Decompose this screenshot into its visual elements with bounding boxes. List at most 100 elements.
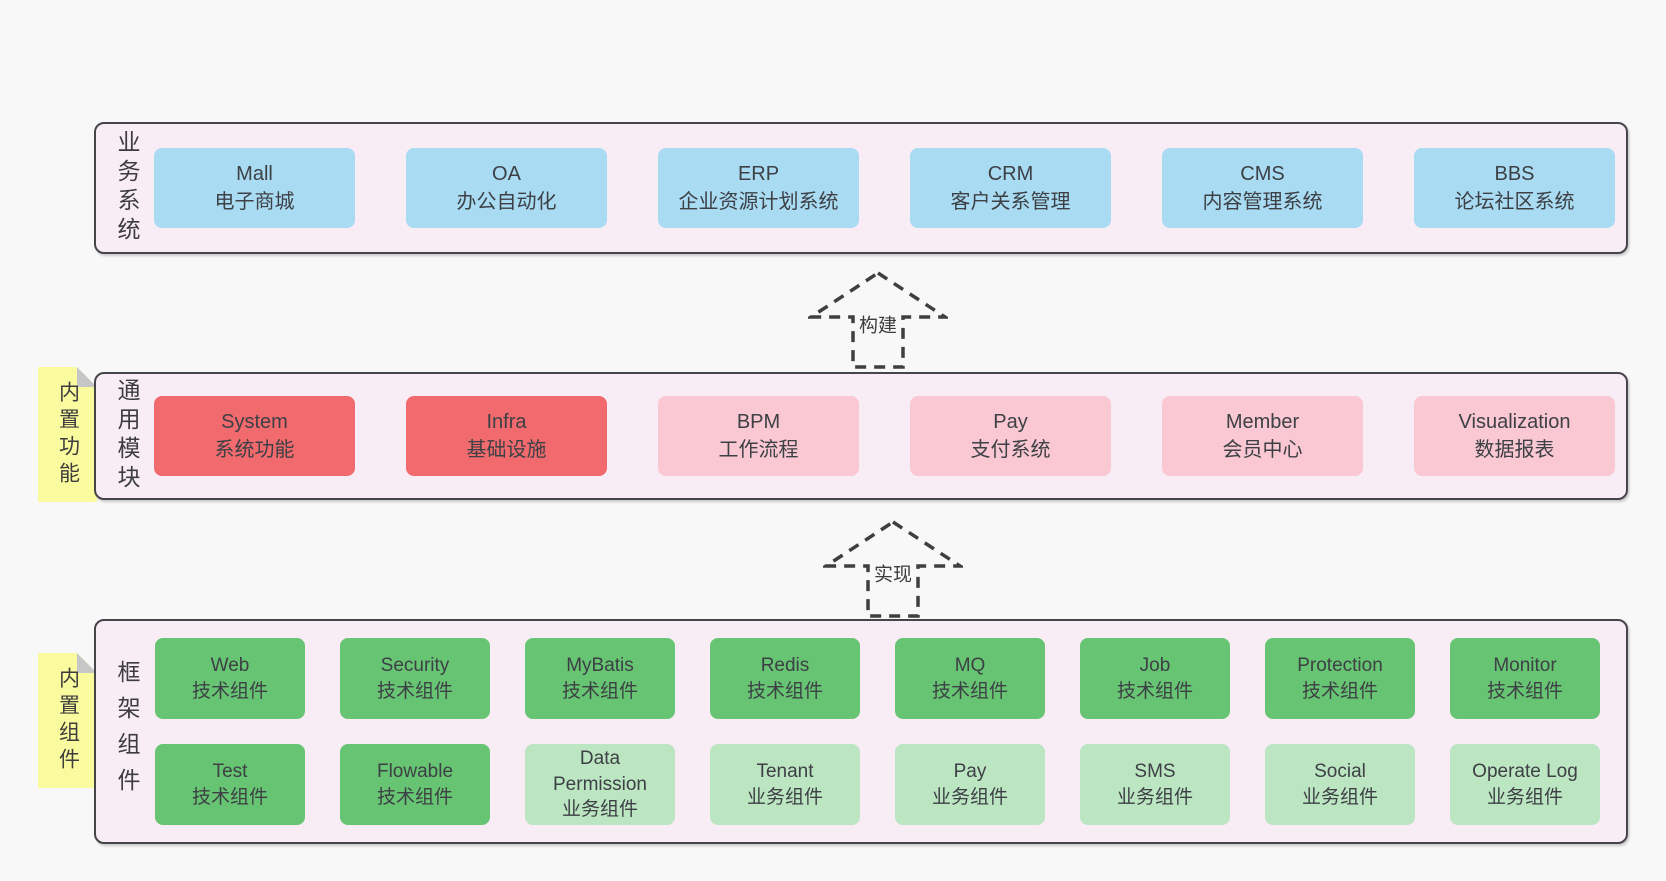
section-label: 通用模块 [114,378,140,494]
sticky-note-built-in-components: 内置组件 [38,653,97,788]
box-subtitle: 业务组件 [1301,786,1378,808]
box-subtitle: 业务组件 [561,799,638,821]
box-subtitle: 会员中心 [1222,439,1303,461]
sticky-note-built-in-functions: 内置功能 [38,367,97,502]
box-mall: Mall 电子商城 [154,148,355,228]
box-infra: Infra 基础设施 [406,396,607,476]
box-pay-component: Pay 业务组件 [895,744,1045,825]
box-pay-module: Pay 支付系统 [910,396,1111,476]
modules-box-row: System 系统功能 Infra 基础设施 BPM 工作流程 Pay 支付系统… [154,396,1615,476]
box-title: BBS [1494,162,1535,185]
box-oa: OA 办公自动化 [406,148,607,228]
box-title: Operate Log [1472,760,1578,782]
box-title: Monitor [1493,654,1557,676]
box-visualization: Visualization 数据报表 [1414,396,1615,476]
box-job: Job 技术组件 [1080,638,1230,719]
box-title: Security [380,654,450,676]
box-title: Redis [760,654,810,676]
box-subtitle: 客户关系管理 [950,191,1071,213]
box-subtitle: 支付系统 [970,439,1051,461]
box-subtitle: 技术组件 [561,680,638,702]
box-title: Job [1139,654,1171,676]
box-system: System 系统功能 [154,396,355,476]
box-social: Social 业务组件 [1265,744,1415,825]
box-subtitle: 企业资源计划系统 [678,191,839,213]
box-crm: CRM 客户关系管理 [910,148,1111,228]
section-label: 业务系统 [114,130,140,246]
box-subtitle: 技术组件 [376,786,453,808]
box-mq: MQ 技术组件 [895,638,1045,719]
box-title: System [221,410,288,433]
box-title: Test [212,760,248,782]
box-subtitle: 技术组件 [376,680,453,702]
box-subtitle: 技术组件 [1486,680,1563,702]
box-subtitle: 电子商城 [214,191,295,213]
section-label: 框架组件 [114,659,140,804]
box-subtitle: 技术组件 [746,680,823,702]
box-subtitle: 技术组件 [1116,680,1193,702]
box-operate-log: Operate Log 业务组件 [1450,744,1600,825]
section-framework-components: 框架组件 Web 技术组件 Security 技术组件 MyBatis 技术组件… [94,619,1628,844]
box-subtitle: 业务组件 [1486,786,1563,808]
box-title: Web [210,654,250,676]
box-title: Member [1225,410,1300,433]
up-block-arrow-icon [823,519,963,618]
box-subtitle: 工作流程 [718,439,799,461]
box-web: Web 技术组件 [155,638,305,719]
box-subtitle: 系统功能 [214,439,295,461]
box-test: Test 技术组件 [155,744,305,825]
arrow-implement-label: 实现 [870,559,916,587]
box-title: SMS [1134,760,1176,782]
up-block-arrow-icon [808,270,948,369]
box-sms: SMS 业务组件 [1080,744,1230,825]
box-subtitle: 论坛社区系统 [1454,191,1575,213]
box-protection: Protection 技术组件 [1265,638,1415,719]
components-box-row-1: Web 技术组件 Security 技术组件 MyBatis 技术组件 Redi… [155,638,1600,719]
box-subtitle: 数据报表 [1474,439,1555,461]
box-title: Tenant [756,760,814,782]
section-common-modules: 通用模块 System 系统功能 Infra 基础设施 BPM 工作流程 Pay… [94,372,1628,500]
box-subtitle: 技术组件 [931,680,1008,702]
box-erp: ERP 企业资源计划系统 [658,148,859,228]
box-subtitle: 技术组件 [191,680,268,702]
box-subtitle: 业务组件 [1116,786,1193,808]
box-subtitle: 办公自动化 [456,191,557,213]
box-member: Member 会员中心 [1162,396,1363,476]
box-monitor: Monitor 技术组件 [1450,638,1600,719]
box-title: MQ [954,654,986,676]
sticky-note-text: 内置组件 [56,666,80,775]
box-bpm: BPM 工作流程 [658,396,859,476]
box-cms: CMS 内容管理系统 [1162,148,1363,228]
box-mybatis: MyBatis 技术组件 [525,638,675,719]
arrow-build-label: 构建 [855,310,901,338]
box-title: BPM [736,410,781,433]
components-box-row-2: Test 技术组件 Flowable 技术组件 Data Permission … [155,744,1600,825]
box-title: Data Permission [553,748,647,795]
box-title: Social [1314,760,1366,782]
box-title: OA [492,162,521,185]
box-title: Visualization [1458,410,1571,433]
box-subtitle: 内容管理系统 [1202,191,1323,213]
box-title: Mall [236,162,273,185]
box-subtitle: 业务组件 [746,786,823,808]
box-title: CMS [1240,162,1285,185]
box-title: Protection [1297,654,1383,676]
box-title: CRM [987,162,1034,185]
box-flowable: Flowable 技术组件 [340,744,490,825]
box-subtitle: 基础设施 [466,439,547,461]
box-title: Pay [953,760,987,782]
box-title: MyBatis [566,654,634,676]
box-security: Security 技术组件 [340,638,490,719]
box-subtitle: 技术组件 [191,786,268,808]
box-subtitle: 技术组件 [1301,680,1378,702]
business-box-row: Mall 电子商城 OA 办公自动化 ERP 企业资源计划系统 CRM 客户关系… [154,148,1615,228]
box-bbs: BBS 论坛社区系统 [1414,148,1615,228]
box-tenant: Tenant 业务组件 [710,744,860,825]
box-redis: Redis 技术组件 [710,638,860,719]
box-title: Pay [993,410,1028,433]
arrow-build: 构建 [808,270,948,370]
box-title: ERP [737,162,780,185]
sticky-note-text: 内置功能 [56,380,80,489]
arrow-implement: 实现 [823,519,963,619]
